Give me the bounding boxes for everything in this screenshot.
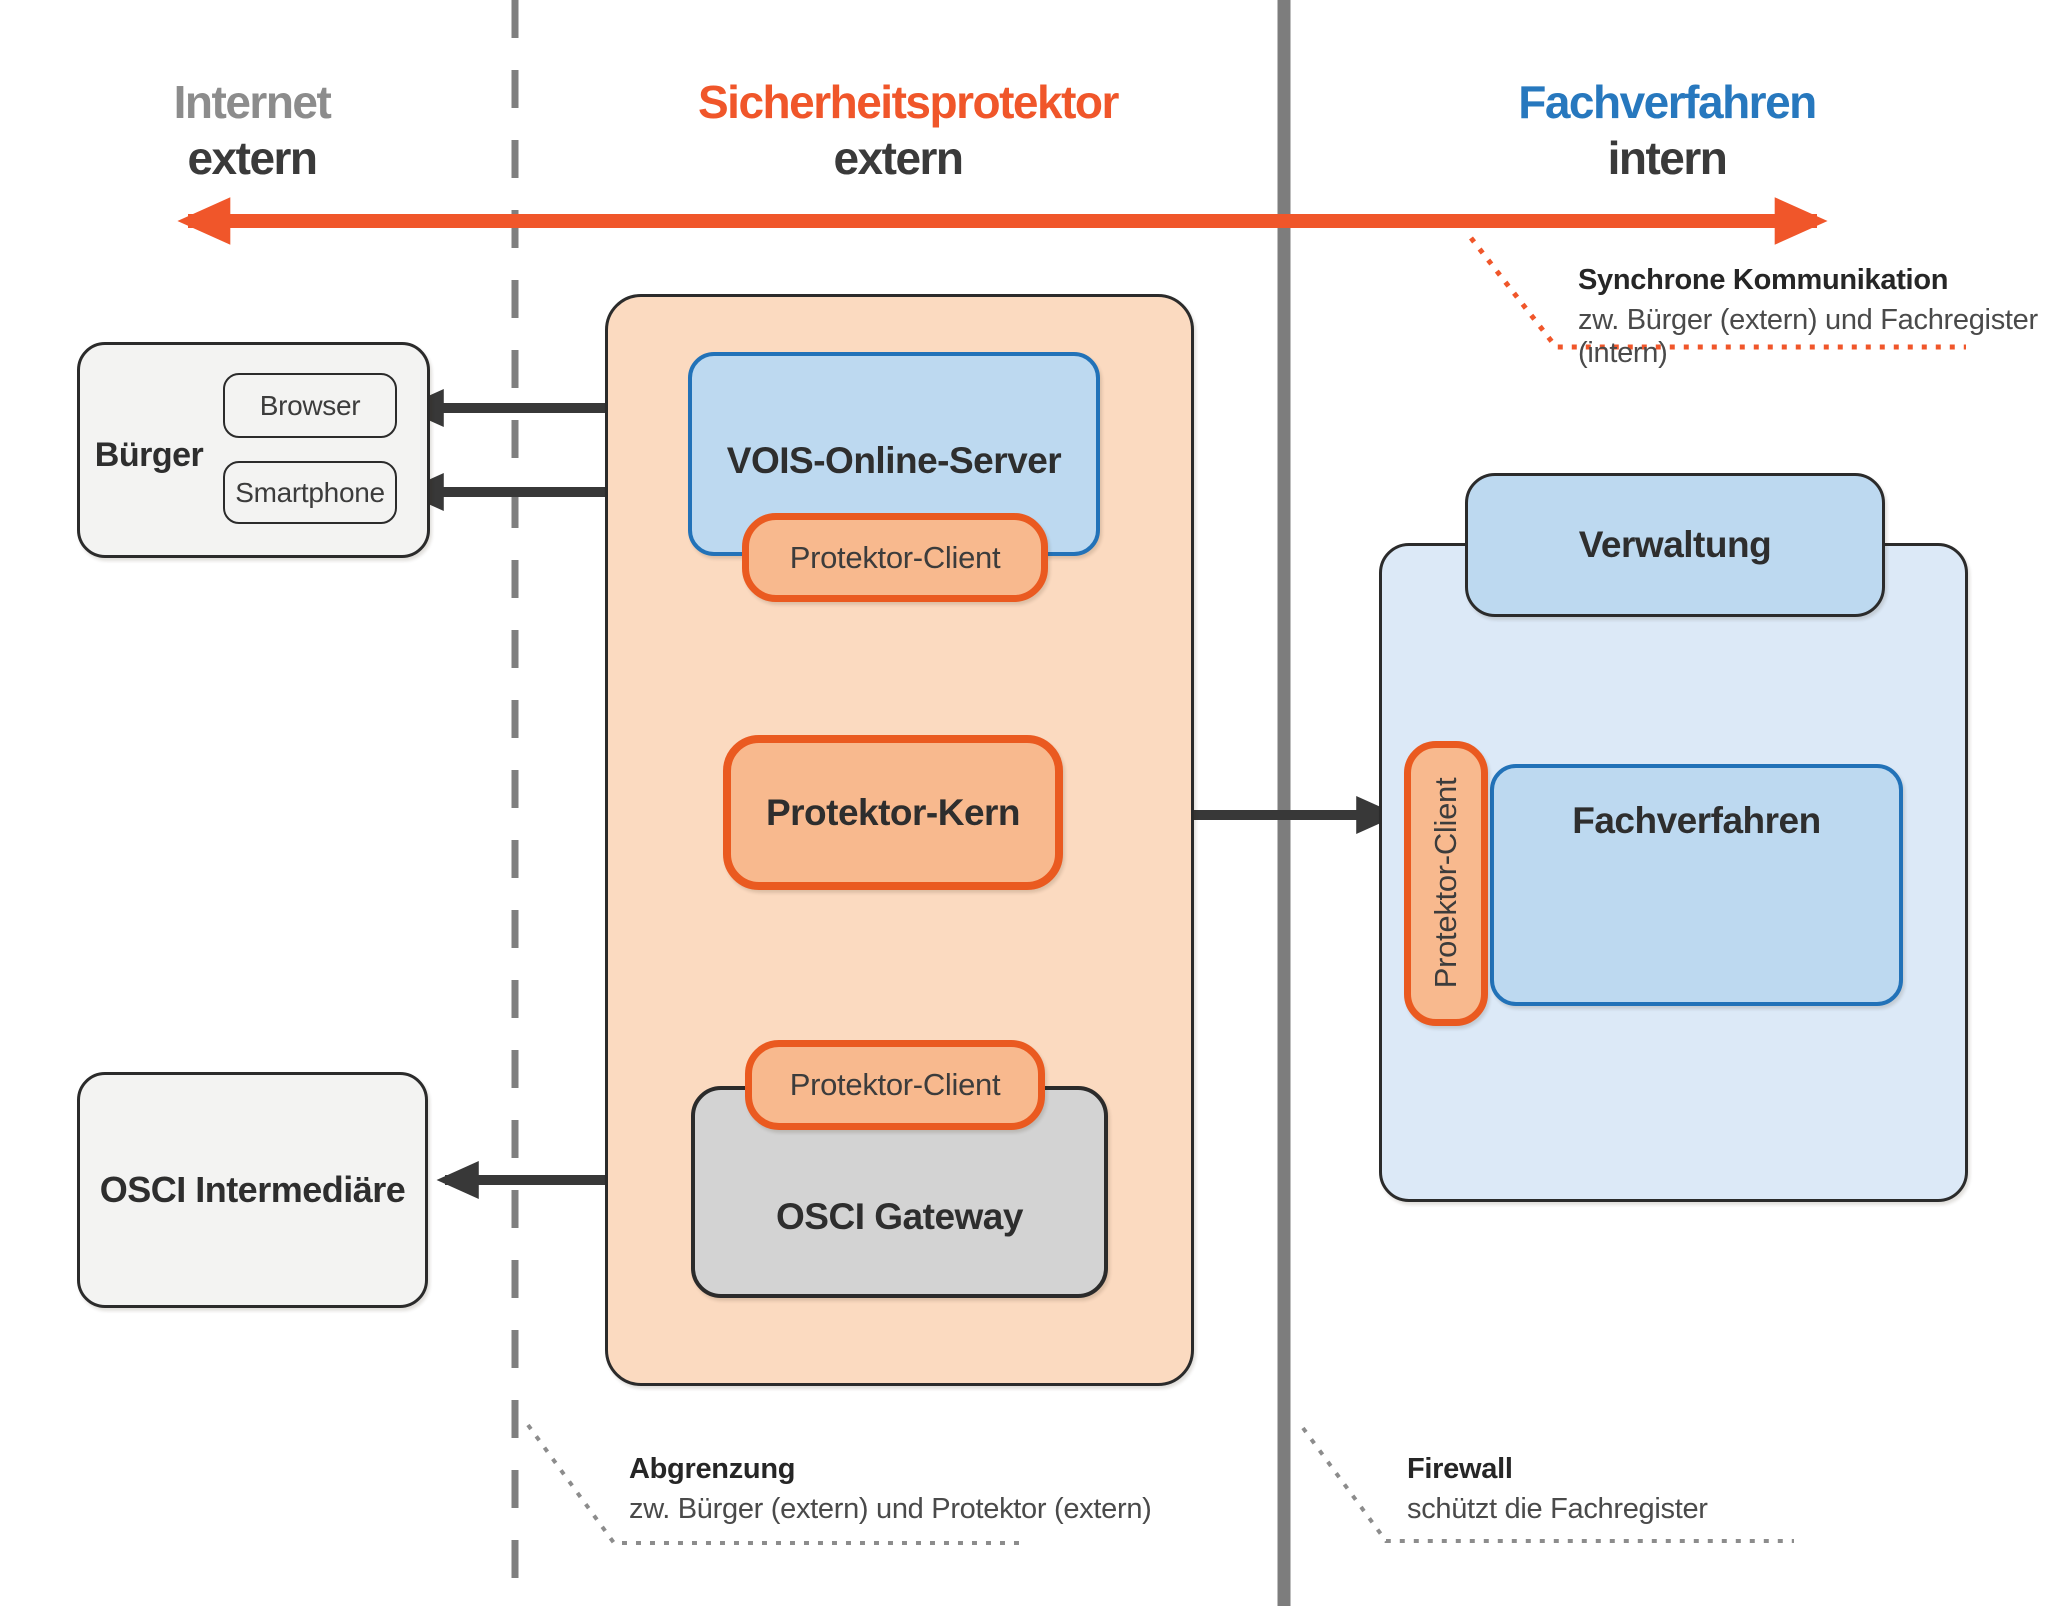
verwaltung-label: Verwaltung	[1578, 524, 1772, 565]
zone-header-fachverfahren: Fachverfahren intern	[1467, 74, 1867, 186]
protektor-client-bottom-label: Protektor-Client	[789, 1067, 1001, 1102]
annotation-abgrenzung-title: Abgrenzung	[629, 1453, 796, 1485]
annotation-firewall-subtitle: schützt die Fachregister	[1407, 1493, 1708, 1525]
leader-synchrone	[1469, 236, 1966, 350]
protektor-kern-box: Protektor-Kern	[723, 735, 1063, 890]
protektor-client-bottom-pill: Protektor-Client	[745, 1040, 1045, 1130]
browser-label: Browser	[259, 389, 361, 421]
zone-title-fachverfahren: Fachverfahren	[1518, 76, 1817, 128]
protektor-client-right-pill	[1404, 741, 1488, 1026]
smartphone-label: Smartphone	[235, 476, 385, 508]
zone-title-sicherheitsprotektor: Sicherheitsprotektor	[698, 76, 1119, 128]
smartphone-box: Smartphone	[223, 461, 397, 524]
annotation-firewall-title: Firewall	[1407, 1453, 1513, 1485]
annotation-synchrone-title: Synchrone Kommunikation	[1578, 264, 1949, 296]
annotation-abgrenzung: Abgrenzung zw. Bürger (extern) und Prote…	[629, 1453, 1152, 1526]
annotation-abgrenzung-subtitle: zw. Bürger (extern) und Protektor (exter…	[629, 1493, 1152, 1525]
buerger-label: Bürger	[94, 436, 204, 474]
zone-subtitle-fachverfahren: intern	[1607, 132, 1728, 184]
protektor-client-top-label: Protektor-Client	[789, 539, 1001, 575]
osci-intermediaere-box: OSCI Intermediäre	[77, 1072, 428, 1308]
protektor-client-top-pill: Protektor-Client	[742, 513, 1048, 602]
annotation-firewall: Firewall schützt die Fachregister	[1407, 1453, 1708, 1526]
browser-box: Browser	[223, 373, 397, 438]
zone-subtitle-internet: extern	[187, 132, 318, 184]
fachverfahren-label: Fachverfahren	[1572, 800, 1821, 841]
annotation-synchrone-subtitle: zw. Bürger (extern) und Fachregister (in…	[1578, 304, 2038, 369]
zone-header-internet: Internet extern	[52, 74, 452, 186]
protektor-kern-label: Protektor-Kern	[765, 791, 1021, 833]
osci-intermediaere-label: OSCI Intermediäre	[99, 1169, 406, 1210]
leader-firewall	[1301, 1426, 1794, 1543]
annotation-synchrone-kommunikation: Synchrone Kommunikation zw. Bürger (exte…	[1578, 264, 2048, 370]
zone-subtitle-sicherheitsprotektor: extern	[833, 132, 964, 184]
vois-online-server-label: VOIS-Online-Server	[726, 440, 1062, 481]
zone-header-sicherheitsprotektor: Sicherheitsprotektor extern	[698, 74, 1119, 186]
osci-gateway-label: OSCI Gateway	[776, 1196, 1023, 1237]
verwaltung-box: Verwaltung	[1465, 473, 1885, 617]
protektor-client-right-label: Protektor-Client	[1428, 777, 1463, 989]
fachverfahren-box	[1490, 764, 1903, 1006]
zone-title-internet: Internet	[173, 76, 332, 128]
